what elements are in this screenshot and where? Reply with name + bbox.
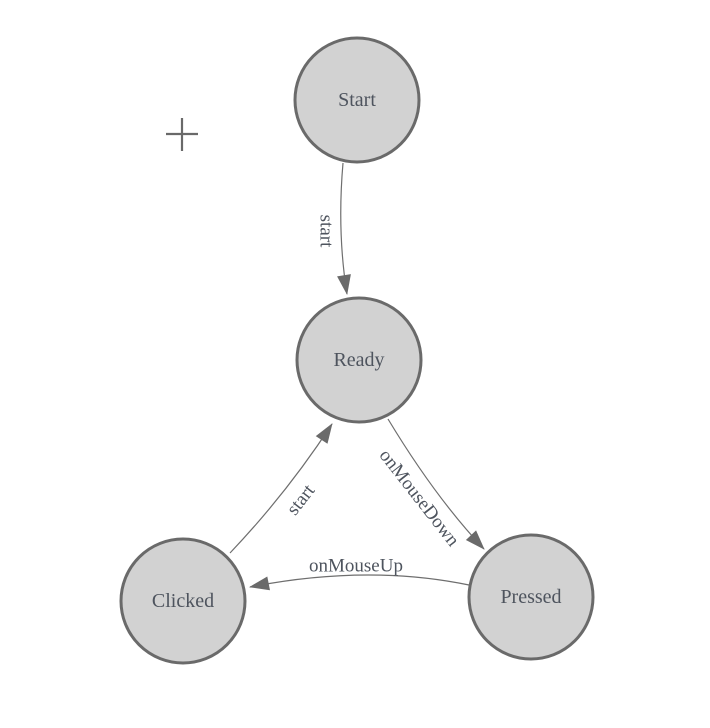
edge-label-ready-to-pressed: onMouseDown: [375, 445, 464, 551]
state-node-ready-circle: [295, 296, 423, 424]
state-node-pressed-label: Pressed: [500, 586, 561, 608]
state-node-start[interactable]: Start: [293, 36, 421, 164]
edge-label-pressed-to-clicked: onMouseUp: [309, 556, 403, 577]
state-node-pressed-circle: [467, 533, 595, 661]
state-node-clicked-label: Clicked: [152, 590, 214, 612]
state-node-ready[interactable]: Ready: [295, 296, 423, 424]
state-node-clicked[interactable]: Clicked: [119, 537, 247, 665]
edge-label-start-to-ready: start: [316, 215, 337, 248]
edge-clicked-to-ready[interactable]: start: [229, 423, 333, 554]
edge-start-to-ready-line: [337, 162, 351, 295]
edge-ready-to-pressed[interactable]: onMouseDown: [375, 418, 485, 551]
edge-pressed-to-clicked-line: [249, 574, 470, 591]
edge-pressed-to-clicked[interactable]: onMouseUp: [249, 556, 470, 591]
state-node-pressed[interactable]: Pressed: [467, 533, 595, 661]
crosshair-plus-icon: [166, 118, 198, 151]
edge-clicked-to-ready-line: [229, 423, 333, 554]
state-node-ready-label: Ready: [333, 349, 384, 371]
state-node-clicked-circle: [119, 537, 247, 665]
edge-start-to-ready[interactable]: start: [316, 162, 351, 295]
state-node-start-circle: [293, 36, 421, 164]
edge-ready-to-pressed-line: [387, 418, 485, 550]
state-node-start-label: Start: [338, 89, 376, 111]
